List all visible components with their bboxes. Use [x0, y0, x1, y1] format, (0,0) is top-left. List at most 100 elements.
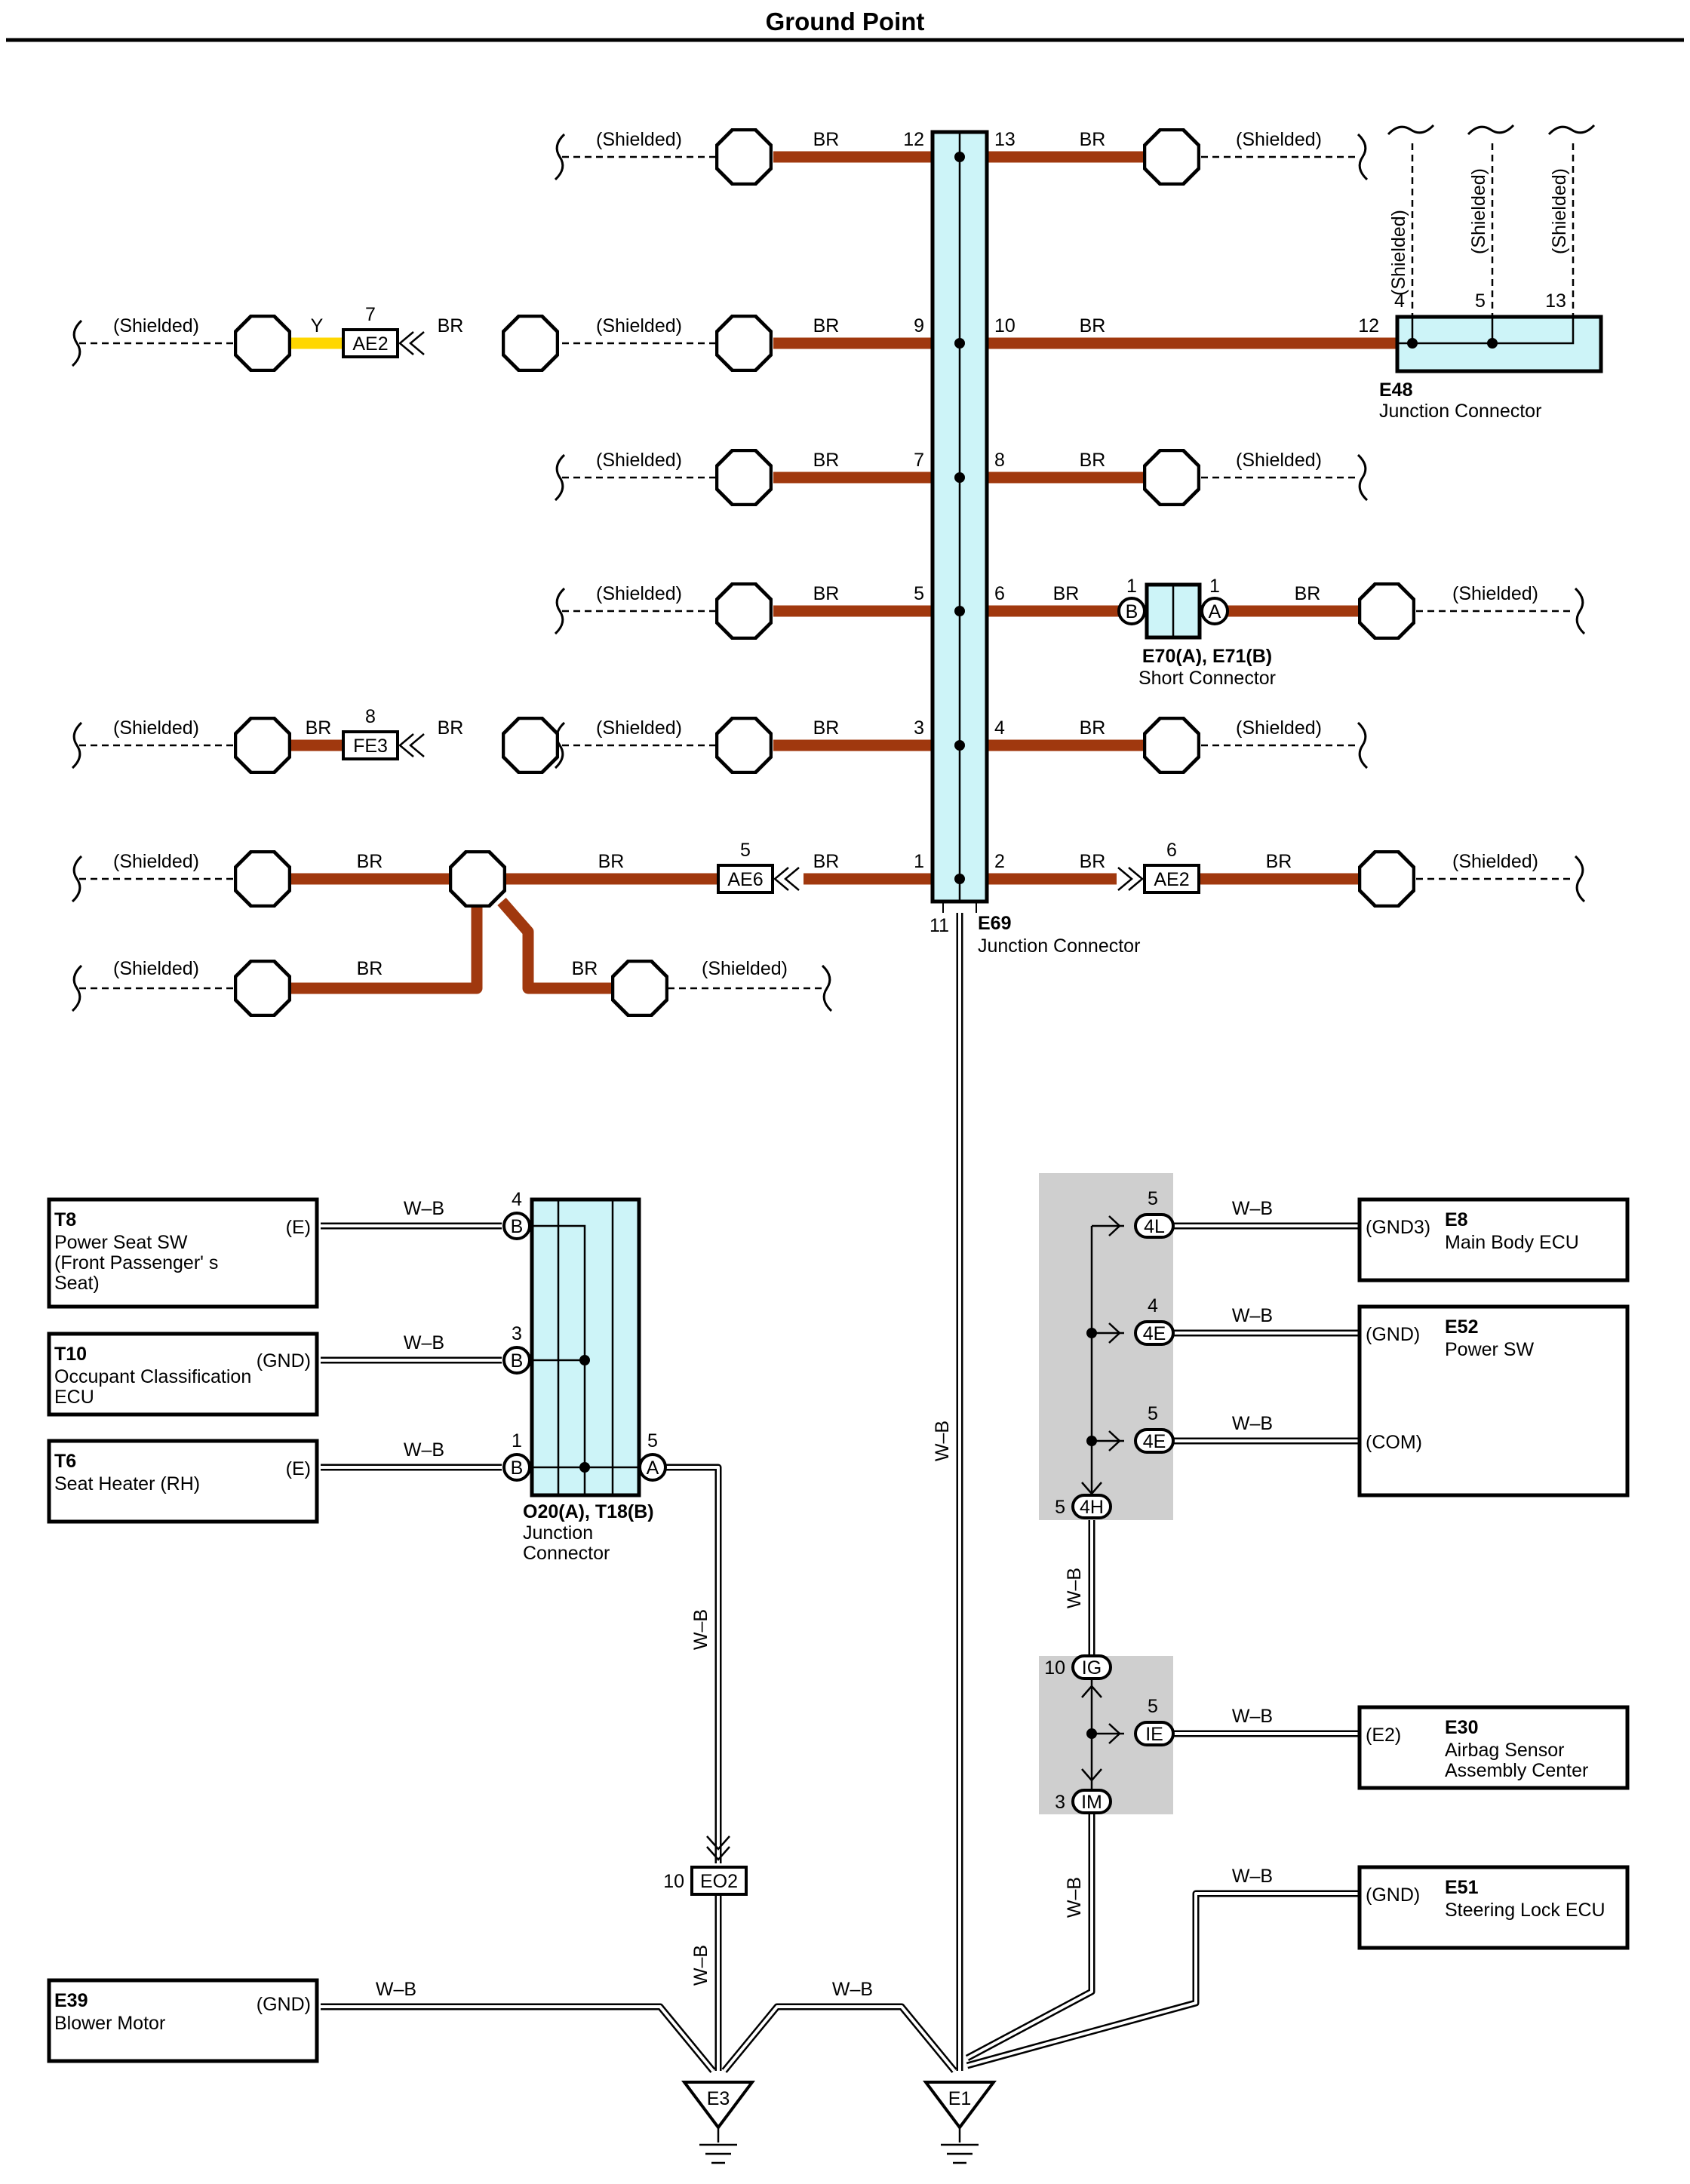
inline-connector-ae2-left: AE2 7	[342, 304, 425, 358]
page-title: Ground Point	[766, 8, 925, 35]
svg-text:BR: BR	[813, 315, 840, 336]
svg-text:12: 12	[1358, 315, 1379, 336]
svg-text:BR: BR	[1266, 851, 1292, 872]
svg-text:BR: BR	[1080, 450, 1106, 471]
junction-connector-e48: 4 5 13 12 E48 Junction Connector	[1358, 290, 1603, 422]
svg-text:BR: BR	[813, 583, 840, 604]
svg-text:Power Seat SW: Power Seat SW	[54, 1232, 188, 1253]
svg-text:4: 4	[1148, 1295, 1158, 1316]
e70-code: E70(A), E71(B)	[1142, 646, 1272, 667]
svg-text:Connector: Connector	[523, 1543, 610, 1564]
svg-text:(Shielded): (Shielded)	[1388, 210, 1409, 296]
svg-text:(Shielded): (Shielded)	[596, 450, 682, 471]
svg-text:ECU: ECU	[54, 1387, 94, 1408]
junction-connector-o20-t18: B B B A 4 3 1 5 O20(A), T18(B) Junction …	[502, 1189, 667, 1564]
ground-e3: E3	[681, 2081, 755, 2164]
svg-text:Blower Motor: Blower Motor	[54, 2013, 165, 2034]
component-t8: T8 Power Seat SW (Front Passenger' s Sea…	[47, 1197, 319, 1309]
svg-text:(COM): (COM)	[1366, 1432, 1422, 1453]
svg-text:BR: BR	[306, 717, 332, 739]
svg-text:IE: IE	[1145, 1724, 1163, 1745]
svg-text:E8: E8	[1445, 1209, 1468, 1230]
svg-text:(GND): (GND)	[257, 1994, 311, 2015]
svg-text:1: 1	[914, 851, 924, 872]
svg-text:4E: 4E	[1143, 1431, 1166, 1452]
svg-text:W–B: W–B	[1232, 1413, 1273, 1434]
svg-text:4L: 4L	[1144, 1216, 1165, 1237]
ground-e1: E1	[923, 2081, 997, 2164]
wb-labels: W–B W–B W–B W–B W–B W–B W–B W–B W–B W–B …	[376, 1198, 1273, 2000]
svg-text:BR: BR	[1080, 717, 1106, 739]
svg-text:(Shielded): (Shielded)	[1452, 583, 1538, 604]
svg-text:EO2: EO2	[700, 1871, 738, 1892]
svg-text:Seat Heater (RH): Seat Heater (RH)	[54, 1473, 200, 1494]
svg-text:3: 3	[914, 717, 924, 739]
svg-text:13: 13	[994, 129, 1016, 150]
svg-text:(Shielded): (Shielded)	[1452, 851, 1538, 872]
svg-text:E51: E51	[1445, 1877, 1479, 1898]
component-e51: (GND) E51 Steering Lock ECU	[1357, 1865, 1630, 1950]
svg-text:1: 1	[512, 1430, 522, 1451]
junction-connector-e69: 12 13 9 10 7 8 5 6 3 4 1 2 11 E69 Juncti…	[903, 129, 1140, 957]
svg-text:E3: E3	[707, 2088, 730, 2109]
svg-text:5: 5	[1475, 290, 1486, 312]
svg-text:(Shielded): (Shielded)	[113, 315, 199, 336]
svg-text:4E: 4E	[1143, 1323, 1166, 1344]
svg-text:T8: T8	[54, 1209, 76, 1230]
svg-text:T10: T10	[54, 1344, 87, 1365]
svg-text:5: 5	[647, 1430, 658, 1451]
shielded-leads	[79, 143, 1575, 990]
svg-text:(Shielded): (Shielded)	[1236, 450, 1322, 471]
svg-text:Y: Y	[311, 315, 324, 336]
svg-text:BR: BR	[438, 315, 464, 336]
svg-text:3: 3	[1055, 1792, 1065, 1813]
svg-text:Occupant Classification: Occupant Classification	[54, 1366, 251, 1387]
cut-marks	[71, 124, 1596, 1012]
svg-text:E30: E30	[1445, 1717, 1478, 1738]
svg-text:1: 1	[1126, 576, 1137, 597]
svg-text:IG: IG	[1082, 1657, 1102, 1679]
svg-text:O20(A), T18(B): O20(A), T18(B)	[523, 1501, 654, 1522]
e48-name: Junction Connector	[1379, 401, 1541, 422]
component-e39: E39 Blower Motor (GND)	[47, 1978, 319, 2063]
wire-color-labels: BR BR Y BR BR BR BR BR BR BR BR BR BR BR…	[306, 129, 1321, 979]
e69-code: E69	[978, 913, 1011, 934]
svg-text:10: 10	[1044, 1657, 1065, 1679]
svg-text:BR: BR	[598, 851, 625, 872]
svg-text:W–B: W–B	[404, 1332, 444, 1353]
svg-text:4: 4	[512, 1189, 522, 1210]
svg-text:(Shielded): (Shielded)	[113, 851, 199, 872]
svg-text:BR: BR	[813, 851, 840, 872]
svg-text:BR: BR	[357, 851, 383, 872]
e70-name: Short Connector	[1138, 668, 1276, 689]
svg-text:W–B: W–B	[404, 1439, 444, 1461]
svg-text:(Shielded): (Shielded)	[1549, 168, 1570, 254]
svg-text:BR: BR	[1080, 851, 1106, 872]
svg-text:(Shielded): (Shielded)	[1236, 129, 1322, 150]
svg-text:W–B: W–B	[690, 1945, 711, 1986]
svg-text:(E): (E)	[286, 1458, 311, 1479]
svg-text:(GND): (GND)	[1366, 1885, 1420, 1906]
svg-text:1: 1	[1209, 576, 1220, 597]
svg-text:BR: BR	[1295, 583, 1321, 604]
svg-text:BR: BR	[1053, 583, 1080, 604]
svg-text:7: 7	[365, 304, 376, 325]
component-t6: T6 Seat Heater (RH) (E)	[47, 1439, 319, 1524]
svg-text:BR: BR	[438, 717, 464, 739]
svg-text:E52: E52	[1445, 1316, 1478, 1338]
component-e8: (GND3) E8 Main Body ECU	[1357, 1197, 1630, 1282]
svg-text:BR: BR	[813, 717, 840, 739]
svg-text:W–B: W–B	[404, 1198, 444, 1219]
svg-text:(Shielded): (Shielded)	[1468, 168, 1489, 254]
svg-text:(Shielded): (Shielded)	[1236, 717, 1322, 739]
svg-text:5: 5	[914, 583, 924, 604]
svg-text:W–B: W–B	[1232, 1305, 1273, 1326]
svg-text:AE2: AE2	[1154, 869, 1189, 890]
svg-text:12: 12	[903, 129, 924, 150]
svg-text:B: B	[511, 1350, 524, 1372]
svg-text:4: 4	[1394, 290, 1405, 312]
svg-text:IM: IM	[1081, 1792, 1102, 1813]
inline-connector-ae2-right: AE2 6	[1117, 840, 1200, 894]
svg-text:W–B: W–B	[1064, 1877, 1085, 1918]
svg-text:9: 9	[914, 315, 924, 336]
